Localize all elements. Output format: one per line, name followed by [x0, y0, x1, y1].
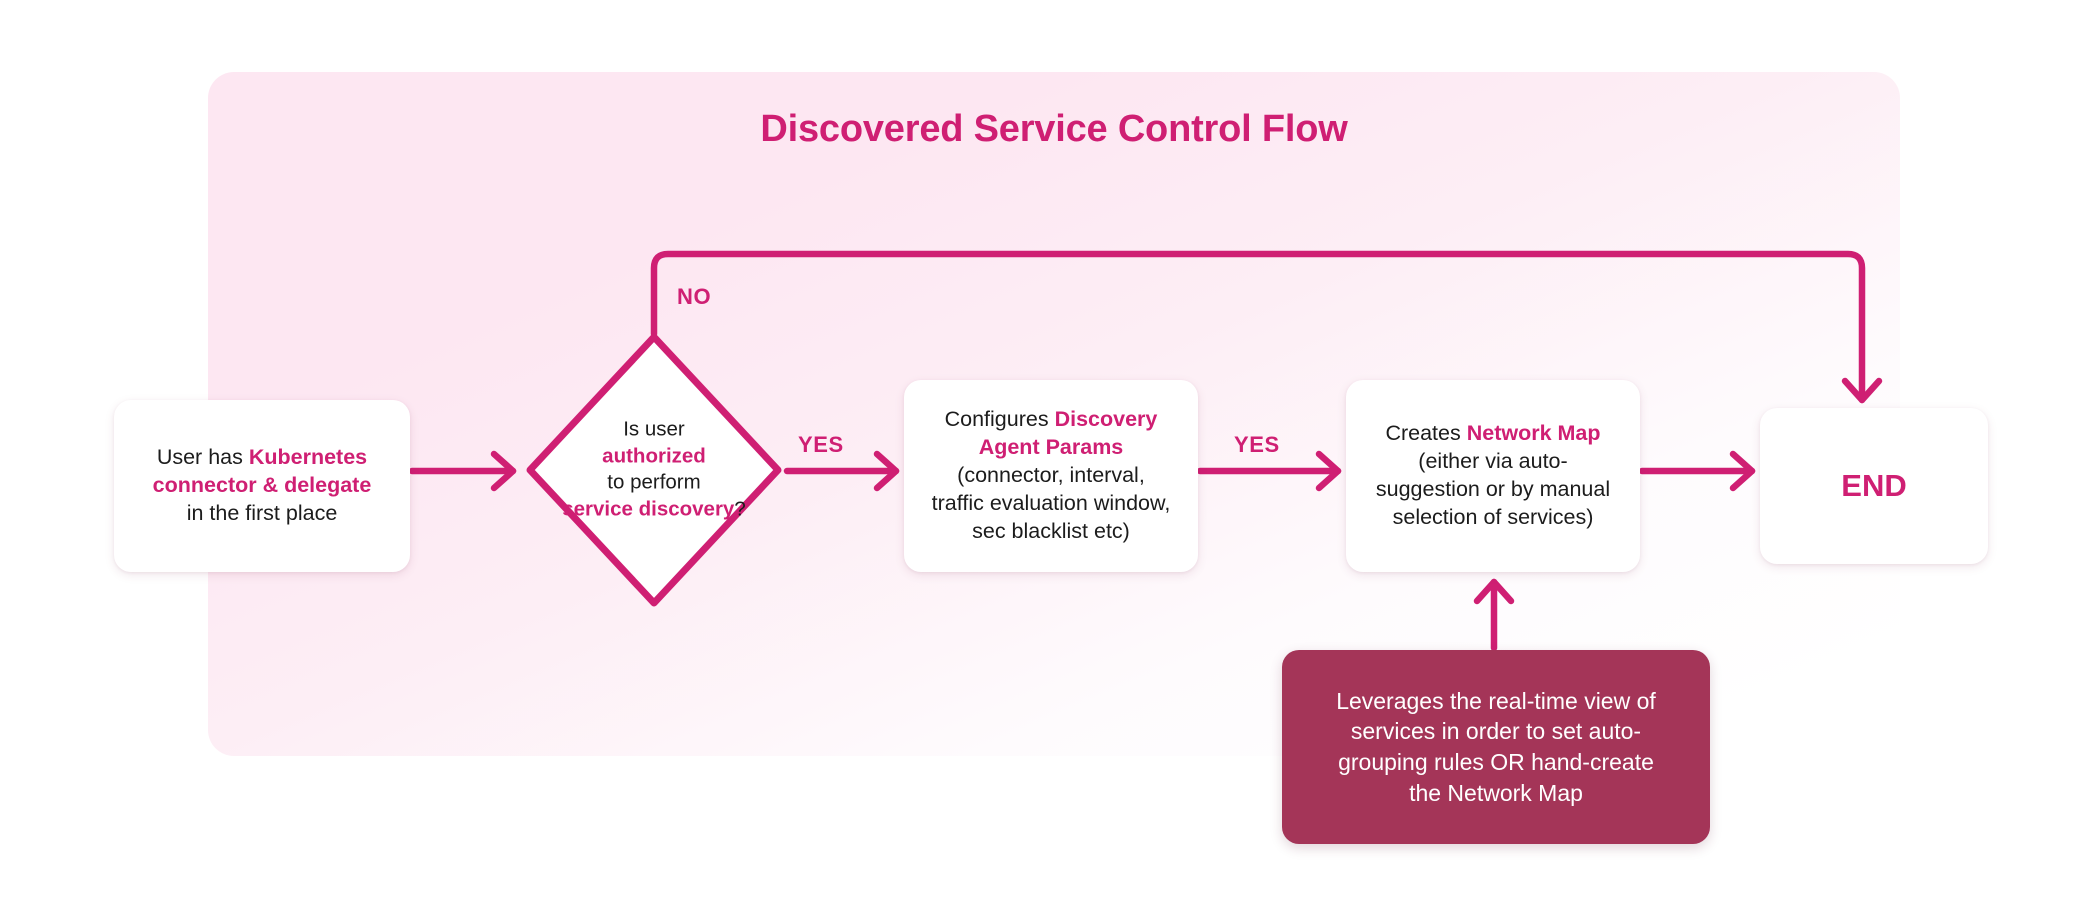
decision-line-2-highlight: authorized — [602, 444, 706, 468]
decision-diamond[interactable]: Is user authorized to perform service di… — [523, 330, 785, 610]
start-line-2-highlight: connector & delegate — [152, 473, 372, 498]
decision-diamond-text: Is user authorized to perform service di… — [547, 417, 761, 524]
start-line-3-plain: in the first place — [186, 500, 338, 525]
note-line-1: Leverages the real-time view of — [1336, 687, 1656, 714]
params-line-2-highlight: Agent Params — [978, 435, 1124, 460]
end-box[interactable]: END — [1760, 408, 1988, 564]
end-box-label: END — [1841, 467, 1907, 503]
note-line-3: grouping rules OR hand-create — [1338, 749, 1654, 775]
params-box-text: Configures Discovery Agent Params (conne… — [932, 406, 1171, 546]
params-line-1-highlight: Discovery — [1054, 407, 1158, 432]
netmap-line-2-plain: (either via auto- — [1418, 449, 1568, 474]
netmap-line-1-plain: Creates — [1385, 421, 1467, 446]
params-line-5-plain: sec blacklist etc) — [972, 518, 1130, 543]
netmap-line-4-plain: selection of services) — [1392, 504, 1594, 529]
start-line-1-highlight: Kubernetes — [248, 445, 368, 470]
netmap-line-1-highlight: Network Map — [1466, 421, 1601, 446]
params-line-3-plain: (connector, interval, — [957, 463, 1145, 488]
decision-diamond-shape — [526, 333, 782, 607]
decision-line-4-suffix: ? — [734, 497, 746, 521]
params-line-1-plain: Configures — [944, 407, 1055, 432]
configure-discovery-agent-params-box[interactable]: Configures Discovery Agent Params (conne… — [904, 380, 1198, 572]
note-box[interactable]: Leverages the real-time view of services… — [1282, 650, 1710, 844]
decision-line-1-plain: Is user — [623, 417, 685, 441]
netmap-box-text: Creates Network Map (either via auto- su… — [1376, 420, 1610, 532]
start-box-text: User has Kubernetes connector & delegate… — [153, 444, 372, 528]
decision-line-3-plain: to perform — [607, 471, 701, 494]
netmap-line-3-plain: suggestion or by manual — [1375, 477, 1611, 501]
start-box[interactable]: User has Kubernetes connector & delegate… — [114, 400, 410, 572]
edge-label-yes-authorized: YES — [798, 432, 844, 457]
edge-label-no: NO — [677, 284, 712, 309]
note-line-4: the Network Map — [1409, 779, 1583, 806]
decision-line-4-highlight: service discovery — [562, 497, 735, 521]
creates-network-map-box[interactable]: Creates Network Map (either via auto- su… — [1346, 380, 1640, 572]
edge-label-yes-params: YES — [1234, 432, 1280, 457]
note-line-2: services in order to set auto- — [1350, 718, 1642, 745]
params-line-4-plain: traffic evaluation window, — [931, 490, 1171, 515]
page-title: Discovered Service Control Flow — [760, 108, 1348, 150]
note-box-text: Leverages the real-time view of services… — [1336, 686, 1656, 808]
start-line-1-plain: User has — [156, 445, 249, 470]
